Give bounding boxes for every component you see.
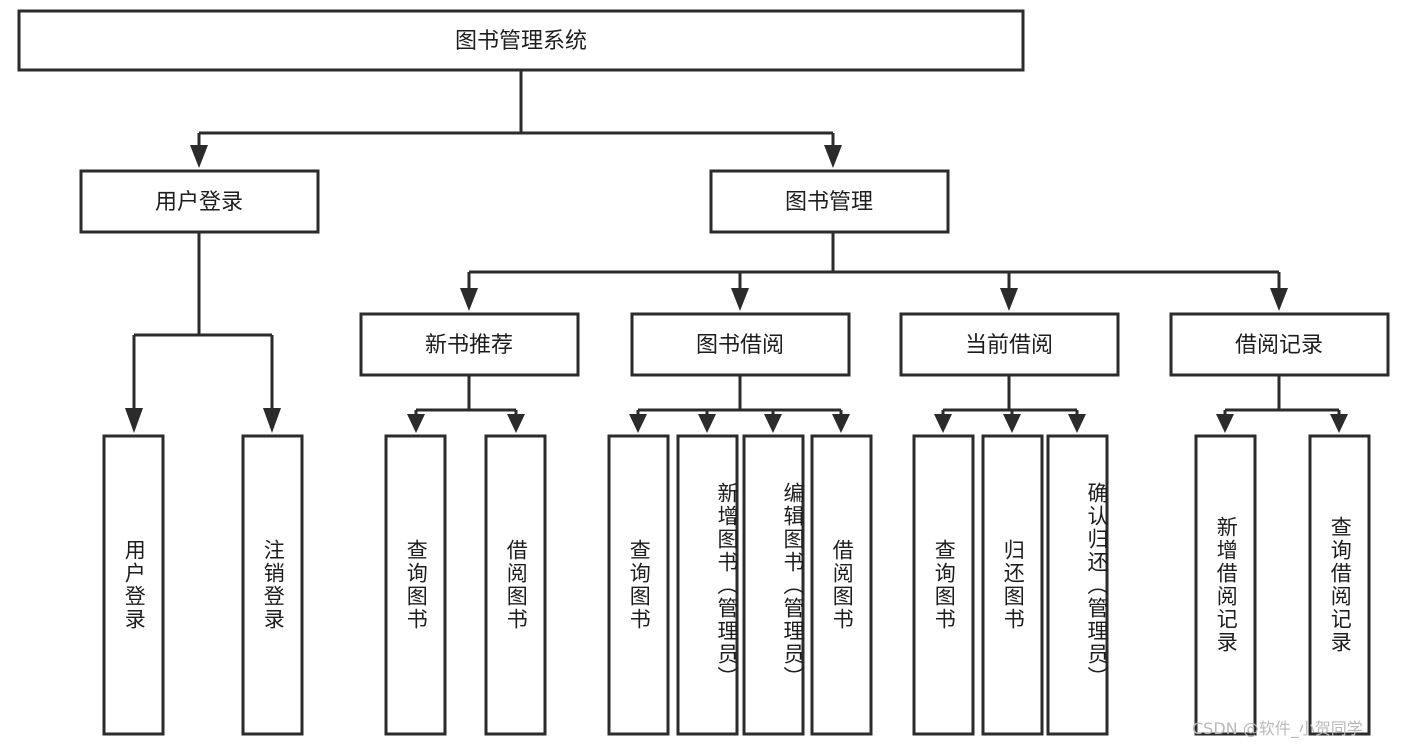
leaf-user-logout-box[interactable] [241,434,304,736]
arrow-to-leaf-query-borrow-record [1330,414,1348,433]
node-new-book-recommend[interactable]: 新书推荐 [359,312,580,377]
leaf-confirm-return-box[interactable] [1046,434,1109,736]
node-book-borrow-label: 图书借阅 [696,333,784,358]
arrow-to-leaf-query-book-current [934,414,952,433]
arrow-to-leaf-borrow-book-rec [507,414,525,433]
node-book-borrow[interactable]: 图书借阅 [630,312,851,377]
leaf-return-book-box[interactable] [981,434,1044,736]
connector-currentborrow-to-leaves [934,375,1086,433]
arrow-to-new-book-recommend [460,288,478,311]
leaf-query-book-rec-box[interactable] [384,434,447,736]
connector-newbook-to-leaves [407,375,525,433]
leaf-query-borrow-record-box[interactable] [1308,434,1371,736]
node-current-borrow[interactable]: 当前借阅 [899,312,1120,377]
connector-userlogin-to-leaves [125,232,281,433]
arrow-to-leaf-confirm-return [1068,414,1086,433]
arrow-to-borrow-records [1270,288,1288,311]
connector-borrowrecords-to-leaves [1216,375,1348,433]
node-user-login-label: 用户登录 [155,190,243,215]
node-borrow-records-label: 借阅记录 [1235,333,1323,358]
node-current-borrow-label: 当前借阅 [965,333,1053,358]
leaf-add-book-box[interactable] [676,434,739,736]
leaf-borrow-book-rec-box[interactable] [484,434,547,736]
leaf-borrow-book-box[interactable] [810,434,873,736]
node-current-borrow-box[interactable] [899,312,1120,377]
node-book-manage[interactable]: 图书管理 [709,169,950,234]
connector-bookmanage-to-level3 [460,232,1288,311]
node-borrow-records[interactable]: 借阅记录 [1169,312,1390,377]
arrow-to-leaf-return-book [1003,414,1021,433]
node-book-manage-box[interactable] [709,169,950,234]
leaf-query-book-borrow-box[interactable] [607,434,670,736]
node-book-manage-label: 图书管理 [785,190,873,215]
connector-root-to-level2 [190,70,842,168]
node-root-box[interactable] [17,9,1025,72]
node-new-book-recommend-box[interactable] [359,312,580,377]
arrow-to-book-manage [824,145,842,168]
leaf-edit-book-box[interactable] [742,434,805,736]
node-new-book-recommend-label: 新书推荐 [425,333,513,358]
node-borrow-records-box[interactable] [1169,312,1390,377]
arrow-to-leaf-borrow-book [832,414,850,433]
arrow-to-leaf-add-book [698,414,716,433]
arrow-to-leaf-edit-book [764,414,782,433]
arrow-to-leaf-query-book-borrow [629,414,647,433]
arrow-to-leaf-user-login [125,408,143,433]
leaf-user-login-box[interactable] [102,434,165,736]
arrow-to-user-login [190,145,208,168]
connector-bookborrow-to-leaves [629,375,850,433]
arrow-to-leaf-query-book-rec [407,414,425,433]
arrow-to-book-borrow [731,288,749,311]
arrow-to-current-borrow [1000,288,1018,311]
arrow-to-leaf-user-logout [263,408,281,433]
node-user-login-box[interactable] [79,169,320,234]
node-book-borrow-box[interactable] [630,312,851,377]
arrow-to-leaf-add-borrow-record [1216,414,1234,433]
node-root[interactable]: 图书管理系统 [17,9,1025,72]
node-root-label: 图书管理系统 [455,29,587,54]
node-user-login[interactable]: 用户登录 [79,169,320,234]
leaf-add-borrow-record-box[interactable] [1194,434,1257,736]
leaf-boxes [102,434,1371,736]
leaf-query-book-current-box[interactable] [912,434,975,736]
csdn-watermark: CSDN @软件_小贺同学 [1192,719,1363,738]
